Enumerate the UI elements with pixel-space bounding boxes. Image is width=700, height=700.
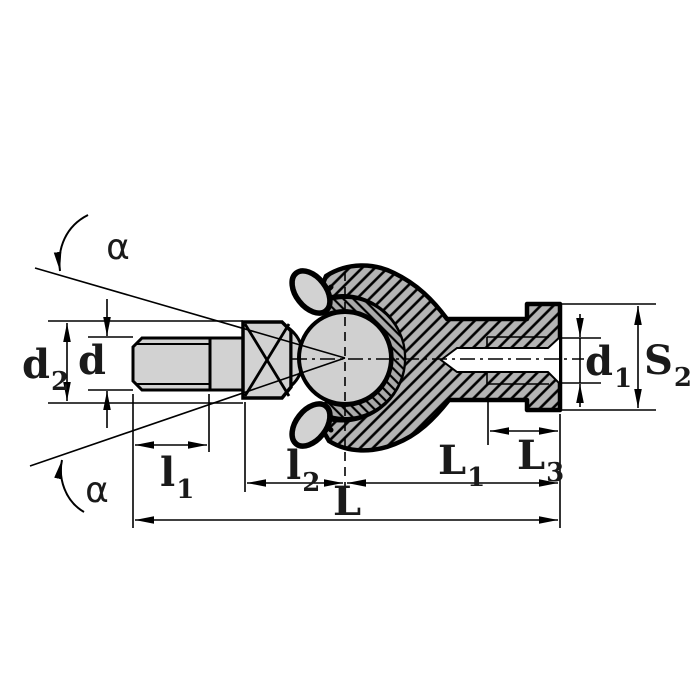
cap-lobes [289, 268, 333, 449]
bore-cavity [439, 334, 561, 387]
label-l1: l1 [160, 449, 194, 505]
label-d: d [78, 337, 106, 384]
dimension-labels: d2 d d1 S2 l1 l2 L1 L3 L [22, 337, 692, 525]
angle-label-bottom: α [85, 470, 109, 511]
plain-shank [208, 336, 245, 392]
angle-arc-bottom [54, 459, 85, 513]
label-S2: S2 [644, 337, 692, 393]
dimension-l2 [244, 402, 343, 492]
threaded-shank [131, 336, 212, 392]
dimension-L [132, 394, 561, 528]
label-L1: L1 [438, 437, 485, 493]
label-l2: l2 [286, 442, 320, 498]
ball-stud [131, 320, 305, 400]
dimension-L3 [487, 402, 558, 445]
collar-cross-line-2 [243, 323, 291, 397]
swing-angle: α α [29, 214, 346, 513]
label-d2: d2 [22, 341, 69, 397]
dimension-l1 [135, 394, 210, 452]
label-d1: d1 [585, 338, 632, 394]
cap-lobe-top [289, 268, 333, 316]
dimension-d [88, 299, 133, 428]
swing-line-upper [34, 267, 346, 359]
threaded-bore [439, 334, 561, 387]
swing-line-lower [29, 357, 346, 467]
dimensions [48, 299, 656, 528]
dimension-d1 [562, 314, 601, 407]
angle-arc-top [53, 214, 89, 272]
label-L3: L3 [517, 432, 564, 488]
label-L: L [333, 478, 361, 525]
dimension-S2 [562, 303, 656, 411]
cap-lobe-bottom [289, 401, 333, 449]
angle-label-top: α [106, 227, 130, 268]
dimension-d2 [48, 320, 243, 404]
